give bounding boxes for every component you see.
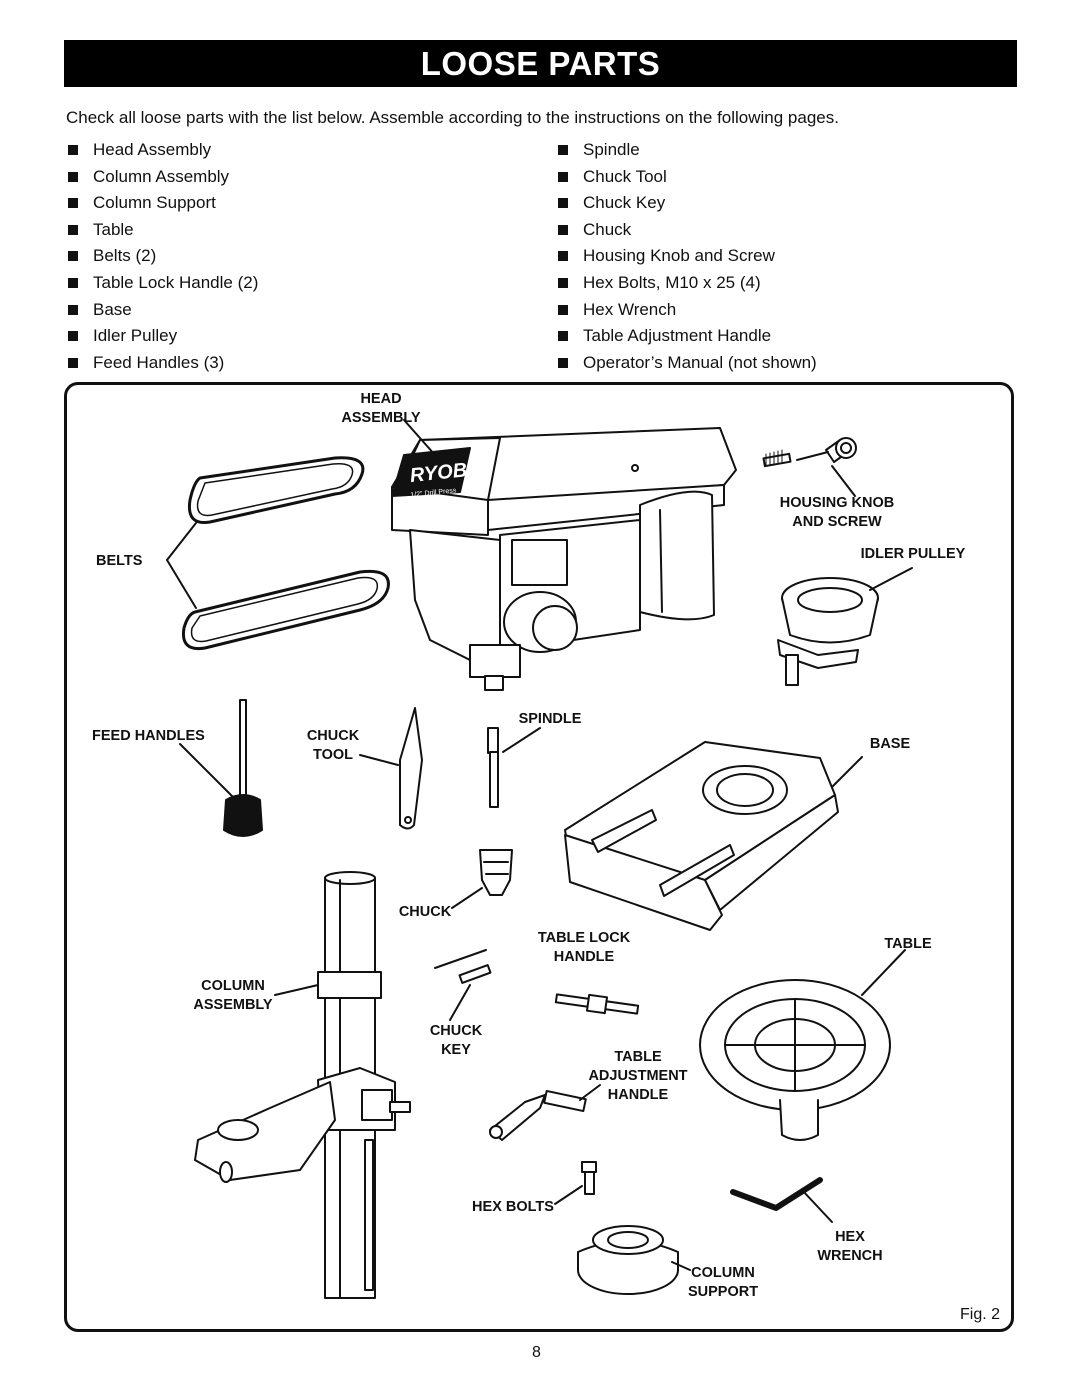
list-item: Chuck — [558, 217, 817, 244]
list-item: Feed Handles (3) — [68, 350, 258, 377]
list-item: Hex Bolts, M10 x 25 (4) — [558, 270, 817, 297]
label-feed-handles: FEED HANDLES — [92, 728, 205, 744]
list-item-label: Chuck Tool — [583, 166, 667, 186]
hex-bolt-drawing — [554, 1161, 597, 1205]
column-assembly-drawing — [194, 871, 411, 1299]
bullet-square-icon — [558, 331, 568, 342]
hex-wrench-drawing — [730, 1177, 833, 1223]
list-item-label: Chuck Key — [583, 193, 666, 213]
label-table-lock-handle: TABLE LOCK HANDLE — [537, 930, 631, 965]
bullet-square-icon — [68, 304, 78, 315]
label-table: TABLE — [884, 936, 932, 952]
list-item: Base — [68, 297, 258, 324]
bullet-square-icon — [68, 224, 78, 235]
list-item-label: Table Adjustment Handle — [583, 326, 772, 346]
table-lock-handle-drawing — [554, 993, 640, 1015]
bullet-square-icon — [558, 224, 568, 235]
list-item: Table — [68, 217, 258, 244]
label-chuck-key: CHUCK KEY — [429, 1023, 483, 1058]
list-item: Table Adjustment Handle — [558, 323, 817, 350]
label-column-support: COLUMN SUPPORT — [687, 1265, 759, 1300]
list-item-label: Feed Handles (3) — [93, 352, 225, 372]
bullet-square-icon — [68, 145, 78, 155]
label-housing-knob: HOUSING KNOB AND SCREW — [779, 495, 895, 530]
bullet-square-icon — [558, 304, 568, 315]
head-assembly-drawing: RYOBI 1/2" Drill Press — [391, 419, 737, 691]
list-item-label: Housing Knob and Screw — [583, 246, 775, 266]
list-item-label: Hex Bolts, M10 x 25 (4) — [583, 272, 761, 292]
brand-subtitle: 1/2" Drill Press — [410, 487, 457, 499]
list-item: Head Assembly — [68, 137, 258, 164]
housing-knob-drawing — [762, 437, 857, 497]
bullet-square-icon — [558, 198, 568, 209]
bullet-square-icon — [68, 277, 78, 288]
spindle-drawing — [487, 727, 541, 808]
list-item: Belts (2) — [68, 243, 258, 270]
label-hex-bolts: HEX BOLTS — [472, 1199, 554, 1215]
list-item: Chuck Tool — [558, 164, 817, 191]
bullet-square-icon — [558, 171, 568, 182]
page-number: 8 — [532, 1344, 541, 1361]
label-column-assembly: COLUMN ASSEMBLY — [193, 978, 273, 1013]
bullet-square-icon — [68, 331, 78, 342]
parts-list-right: Spindle Chuck Tool Chuck Key Chuck Housi… — [558, 137, 817, 376]
list-item: Chuck Key — [558, 190, 817, 217]
bullet-square-icon — [68, 198, 78, 209]
list-item-label: Idler Pulley — [93, 326, 178, 346]
list-item: Housing Knob and Screw — [558, 243, 817, 270]
label-table-adjustment-handle: TABLE ADJUSTMENT HANDLE — [588, 1049, 688, 1103]
label-base: BASE — [869, 736, 911, 752]
bullet-square-icon — [558, 357, 568, 368]
list-item-label: Chuck — [583, 219, 632, 239]
label-hex-wrench: HEX WRENCH — [817, 1229, 883, 1264]
list-item: Operator’s Manual (not shown) — [558, 350, 817, 377]
table-drawing — [699, 949, 906, 1141]
parts-list-left: Head Assembly Column Assembly Column Sup… — [68, 137, 258, 376]
list-item-label: Column Support — [93, 193, 216, 213]
bullet-square-icon — [558, 251, 568, 262]
list-item: Column Assembly — [68, 164, 258, 191]
label-belts: BELTS — [96, 553, 143, 569]
figure-caption: Fig. 2 — [960, 1306, 1001, 1323]
feed-handle-drawing — [179, 699, 263, 837]
idler-pulley-drawing — [777, 567, 913, 686]
chuck-drawing — [451, 849, 513, 909]
label-chuck: CHUCK — [398, 904, 452, 920]
list-item-label: Belts (2) — [93, 246, 157, 266]
label-idler-pulley: IDLER PULLEY — [860, 546, 966, 562]
list-item-label: Base — [93, 299, 132, 319]
list-item: Column Support — [68, 190, 258, 217]
base-drawing — [564, 741, 863, 931]
page-title: LOOSE PARTS — [64, 40, 1017, 87]
label-spindle: SPINDLE — [518, 711, 582, 727]
bullet-square-icon — [558, 277, 568, 288]
chuck-tool-drawing — [359, 707, 423, 830]
list-item: Table Lock Handle (2) — [68, 270, 258, 297]
table-adjustment-handle-drawing — [489, 1084, 601, 1141]
list-item-label: Column Assembly — [93, 166, 230, 186]
bullet-square-icon — [68, 171, 78, 182]
list-item: Hex Wrench — [558, 297, 817, 324]
bullet-square-icon — [68, 251, 78, 262]
list-item-label: Hex Wrench — [583, 299, 677, 319]
list-item-label: Table — [93, 219, 134, 239]
parts-figure-frame — [64, 382, 1014, 1332]
chuck-key-drawing — [434, 949, 492, 1021]
column-support-drawing — [577, 1225, 691, 1295]
intro-text: Check all loose parts with the list belo… — [66, 108, 839, 127]
belts-drawing — [166, 456, 390, 651]
list-item-label: Spindle — [583, 140, 640, 159]
list-item-label: Head Assembly — [93, 140, 212, 159]
list-item: Idler Pulley — [68, 323, 258, 350]
bullet-square-icon — [68, 357, 78, 368]
list-item-label: Table Lock Handle (2) — [93, 272, 259, 292]
label-head-assembly: HEAD ASSEMBLY — [341, 391, 421, 426]
list-item: Spindle — [558, 137, 817, 164]
label-chuck-tool: CHUCK TOOL — [306, 728, 360, 763]
bullet-square-icon — [558, 145, 568, 155]
list-item-label: Operator’s Manual (not shown) — [583, 352, 817, 372]
